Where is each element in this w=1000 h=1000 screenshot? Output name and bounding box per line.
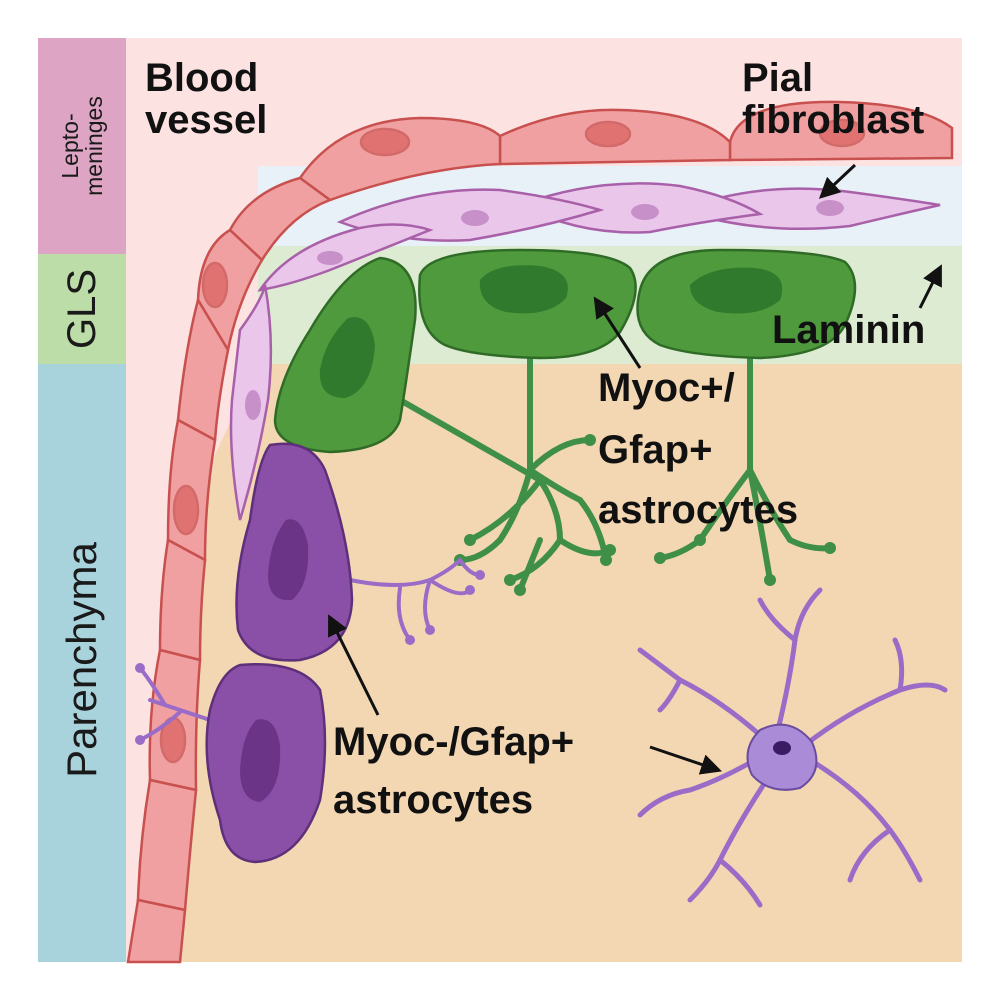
pial-fibroblasts bbox=[229, 182, 941, 521]
blood-vessel-cells bbox=[126, 100, 954, 964]
side-label-gls: GLS bbox=[60, 268, 104, 350]
label-myoc-negative-line2: astrocytes bbox=[333, 778, 534, 822]
label-pial-fibroblast-line1: Pial bbox=[742, 56, 814, 100]
label-pial-fibroblast-line2: fibroblast bbox=[742, 98, 925, 142]
label-myoc-positive-line1: Myoc+/ bbox=[598, 366, 735, 410]
myoc-negative-astrocytes bbox=[205, 442, 354, 864]
stellate-astrocyte bbox=[637, 587, 948, 908]
annotation-arrows bbox=[328, 163, 942, 775]
label-myoc-negative-line1: Myoc-/Gfap+ bbox=[333, 720, 575, 764]
gls-band bbox=[38, 254, 126, 364]
side-label-parenchyma: Parenchyma bbox=[58, 542, 105, 778]
parenchyma-region bbox=[160, 364, 962, 962]
parenchyma-band bbox=[38, 364, 126, 962]
label-blood-vessel-line1: Blood bbox=[145, 56, 259, 100]
label-myoc-positive-line2: Gfap+ bbox=[598, 428, 713, 472]
stellate-astrocyte-nucleus bbox=[773, 741, 791, 755]
label-laminin: Laminin bbox=[772, 308, 926, 352]
leptomeninges-band bbox=[38, 38, 126, 254]
label-myoc-positive-line3: astrocytes bbox=[598, 488, 799, 532]
myoc-positive-astrocytes bbox=[273, 248, 857, 454]
myoc-negative-process-tips bbox=[135, 570, 485, 745]
label-blood-vessel-line2: vessel bbox=[145, 98, 268, 142]
side-label-leptomeninges: Lepto- meninges bbox=[57, 96, 107, 196]
myoc-positive-process-tips bbox=[454, 434, 836, 596]
stellate-astrocyte-body bbox=[746, 723, 818, 791]
